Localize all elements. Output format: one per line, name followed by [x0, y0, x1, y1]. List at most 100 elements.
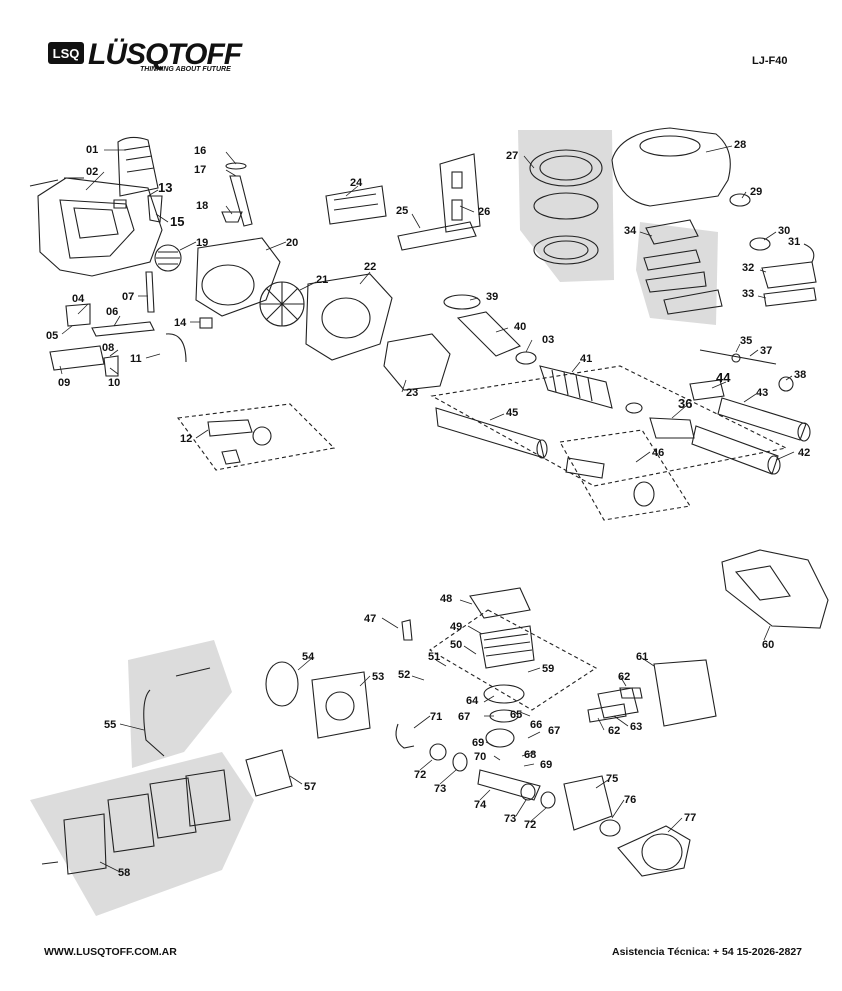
- brand-logo-mark: LSQ: [46, 40, 86, 71]
- callout-label: 43: [756, 387, 768, 399]
- callout-label: 29: [750, 186, 762, 198]
- brand-tagline: THINKING ABOUT FUTURE: [140, 66, 231, 73]
- callout-label: 50: [450, 639, 462, 651]
- callout-label: 23: [406, 387, 418, 399]
- bracket-group-12: [177, 403, 336, 471]
- callout-label: 72: [524, 819, 536, 831]
- callout-label: 40: [514, 321, 526, 333]
- callout-label: 46: [652, 447, 664, 459]
- callout-label: 09: [58, 377, 70, 389]
- callout-label: 62: [618, 671, 630, 683]
- fuel-tank: [611, 127, 771, 251]
- footer-website: WWW.LUSQTOFF.COM.AR: [44, 946, 177, 958]
- callout-label: 31: [788, 236, 800, 248]
- callout-label: 35: [740, 335, 752, 347]
- callout-label: 62: [608, 725, 620, 737]
- callout-label: 44: [716, 370, 731, 385]
- callout-label: 19: [196, 237, 208, 249]
- callout-label: 16: [194, 145, 206, 157]
- callout-label: 10: [108, 377, 120, 389]
- callout-label: 72: [414, 769, 426, 781]
- callout-labels: 01 02 13 15 16 17 18 19 20 24 25 26 27 2…: [46, 139, 810, 879]
- callout-label: 63: [630, 721, 642, 733]
- frame-harness-group: [29, 136, 182, 277]
- engine-cover-60: [721, 549, 829, 629]
- callout-label: 39: [486, 291, 498, 303]
- tube-group-16-18: [221, 162, 253, 227]
- tube-group-45-46: [435, 407, 691, 521]
- callout-label: 42: [798, 447, 810, 459]
- footer-support-phone: Asistencia Técnica: + 54 15-2026-2827: [612, 946, 802, 958]
- callout-label: 04: [72, 293, 85, 305]
- callout-label: 68: [524, 749, 536, 761]
- callout-label: 33: [742, 288, 754, 300]
- logo-icon: LSQ: [48, 42, 84, 64]
- callout-label: 65: [510, 709, 522, 721]
- blower-outlet-23: [383, 333, 451, 391]
- callout-label: 32: [742, 262, 754, 274]
- callout-label: 55: [104, 719, 116, 731]
- callout-label: 73: [434, 783, 446, 795]
- callout-label: 08: [102, 342, 114, 354]
- callout-label: 45: [506, 407, 518, 419]
- callout-label: 64: [466, 695, 479, 707]
- callout-label: 36: [678, 396, 692, 411]
- small-parts-group: [49, 271, 213, 377]
- callout-label: 34: [624, 225, 637, 237]
- callout-label: 13: [158, 180, 172, 195]
- model-code: LJ-F40: [752, 55, 788, 67]
- callout-label: 30: [778, 225, 790, 237]
- callout-label: 67: [458, 711, 470, 723]
- callout-label: 69: [472, 737, 484, 749]
- callout-label: 77: [684, 812, 696, 824]
- engine-cylinder-group: [401, 587, 598, 809]
- callout-label: 07: [122, 291, 134, 303]
- carburetor-filter-group: [41, 749, 293, 875]
- callout-label: 74: [474, 799, 487, 811]
- callout-label: 48: [440, 593, 452, 605]
- callout-label: 02: [86, 166, 98, 178]
- air-filter-stack: [529, 149, 603, 265]
- callout-label: 05: [46, 330, 58, 342]
- callout-label: 75: [606, 773, 618, 785]
- callout-label: 61: [636, 651, 648, 663]
- callout-label: 18: [196, 200, 208, 212]
- callout-label: 51: [428, 651, 440, 663]
- tube-group-39-41: [443, 294, 643, 414]
- callout-label: 20: [286, 237, 298, 249]
- callout-label: 47: [364, 613, 376, 625]
- callout-label: 54: [302, 651, 315, 663]
- callout-label: 76: [624, 794, 636, 806]
- callout-label: 60: [762, 639, 774, 651]
- tube-group-35-44: [430, 349, 811, 487]
- callout-label: 12: [180, 433, 192, 445]
- callout-label: 15: [170, 214, 184, 229]
- callout-label: 52: [398, 669, 410, 681]
- callout-label: 25: [396, 205, 408, 217]
- callout-label: 58: [118, 867, 130, 879]
- callout-label: 22: [364, 261, 376, 273]
- leader-lines: [59, 145, 795, 873]
- fan-housing-group: [195, 237, 393, 361]
- callout-label: 49: [450, 621, 462, 633]
- callout-label: 57: [304, 781, 316, 793]
- callout-label: 27: [506, 150, 518, 162]
- callout-label: 59: [542, 663, 554, 675]
- callout-label: 67: [548, 725, 560, 737]
- callout-label: 69: [540, 759, 552, 771]
- brand-name: LÜSQTOFF: [88, 38, 242, 71]
- svg-text:LSQ: LSQ: [53, 46, 80, 61]
- callout-label: 17: [194, 164, 206, 176]
- cover-plate-group: [325, 153, 481, 251]
- callout-label: 53: [372, 671, 384, 683]
- callout-label: 71: [430, 711, 442, 723]
- callout-label: 41: [580, 353, 592, 365]
- shaded-group-backgrounds: [30, 130, 718, 916]
- callout-label: 28: [734, 139, 746, 151]
- callout-label: 26: [478, 206, 490, 218]
- callout-label: 11: [130, 353, 142, 365]
- callout-label: 06: [106, 306, 118, 318]
- callout-label: 38: [794, 369, 806, 381]
